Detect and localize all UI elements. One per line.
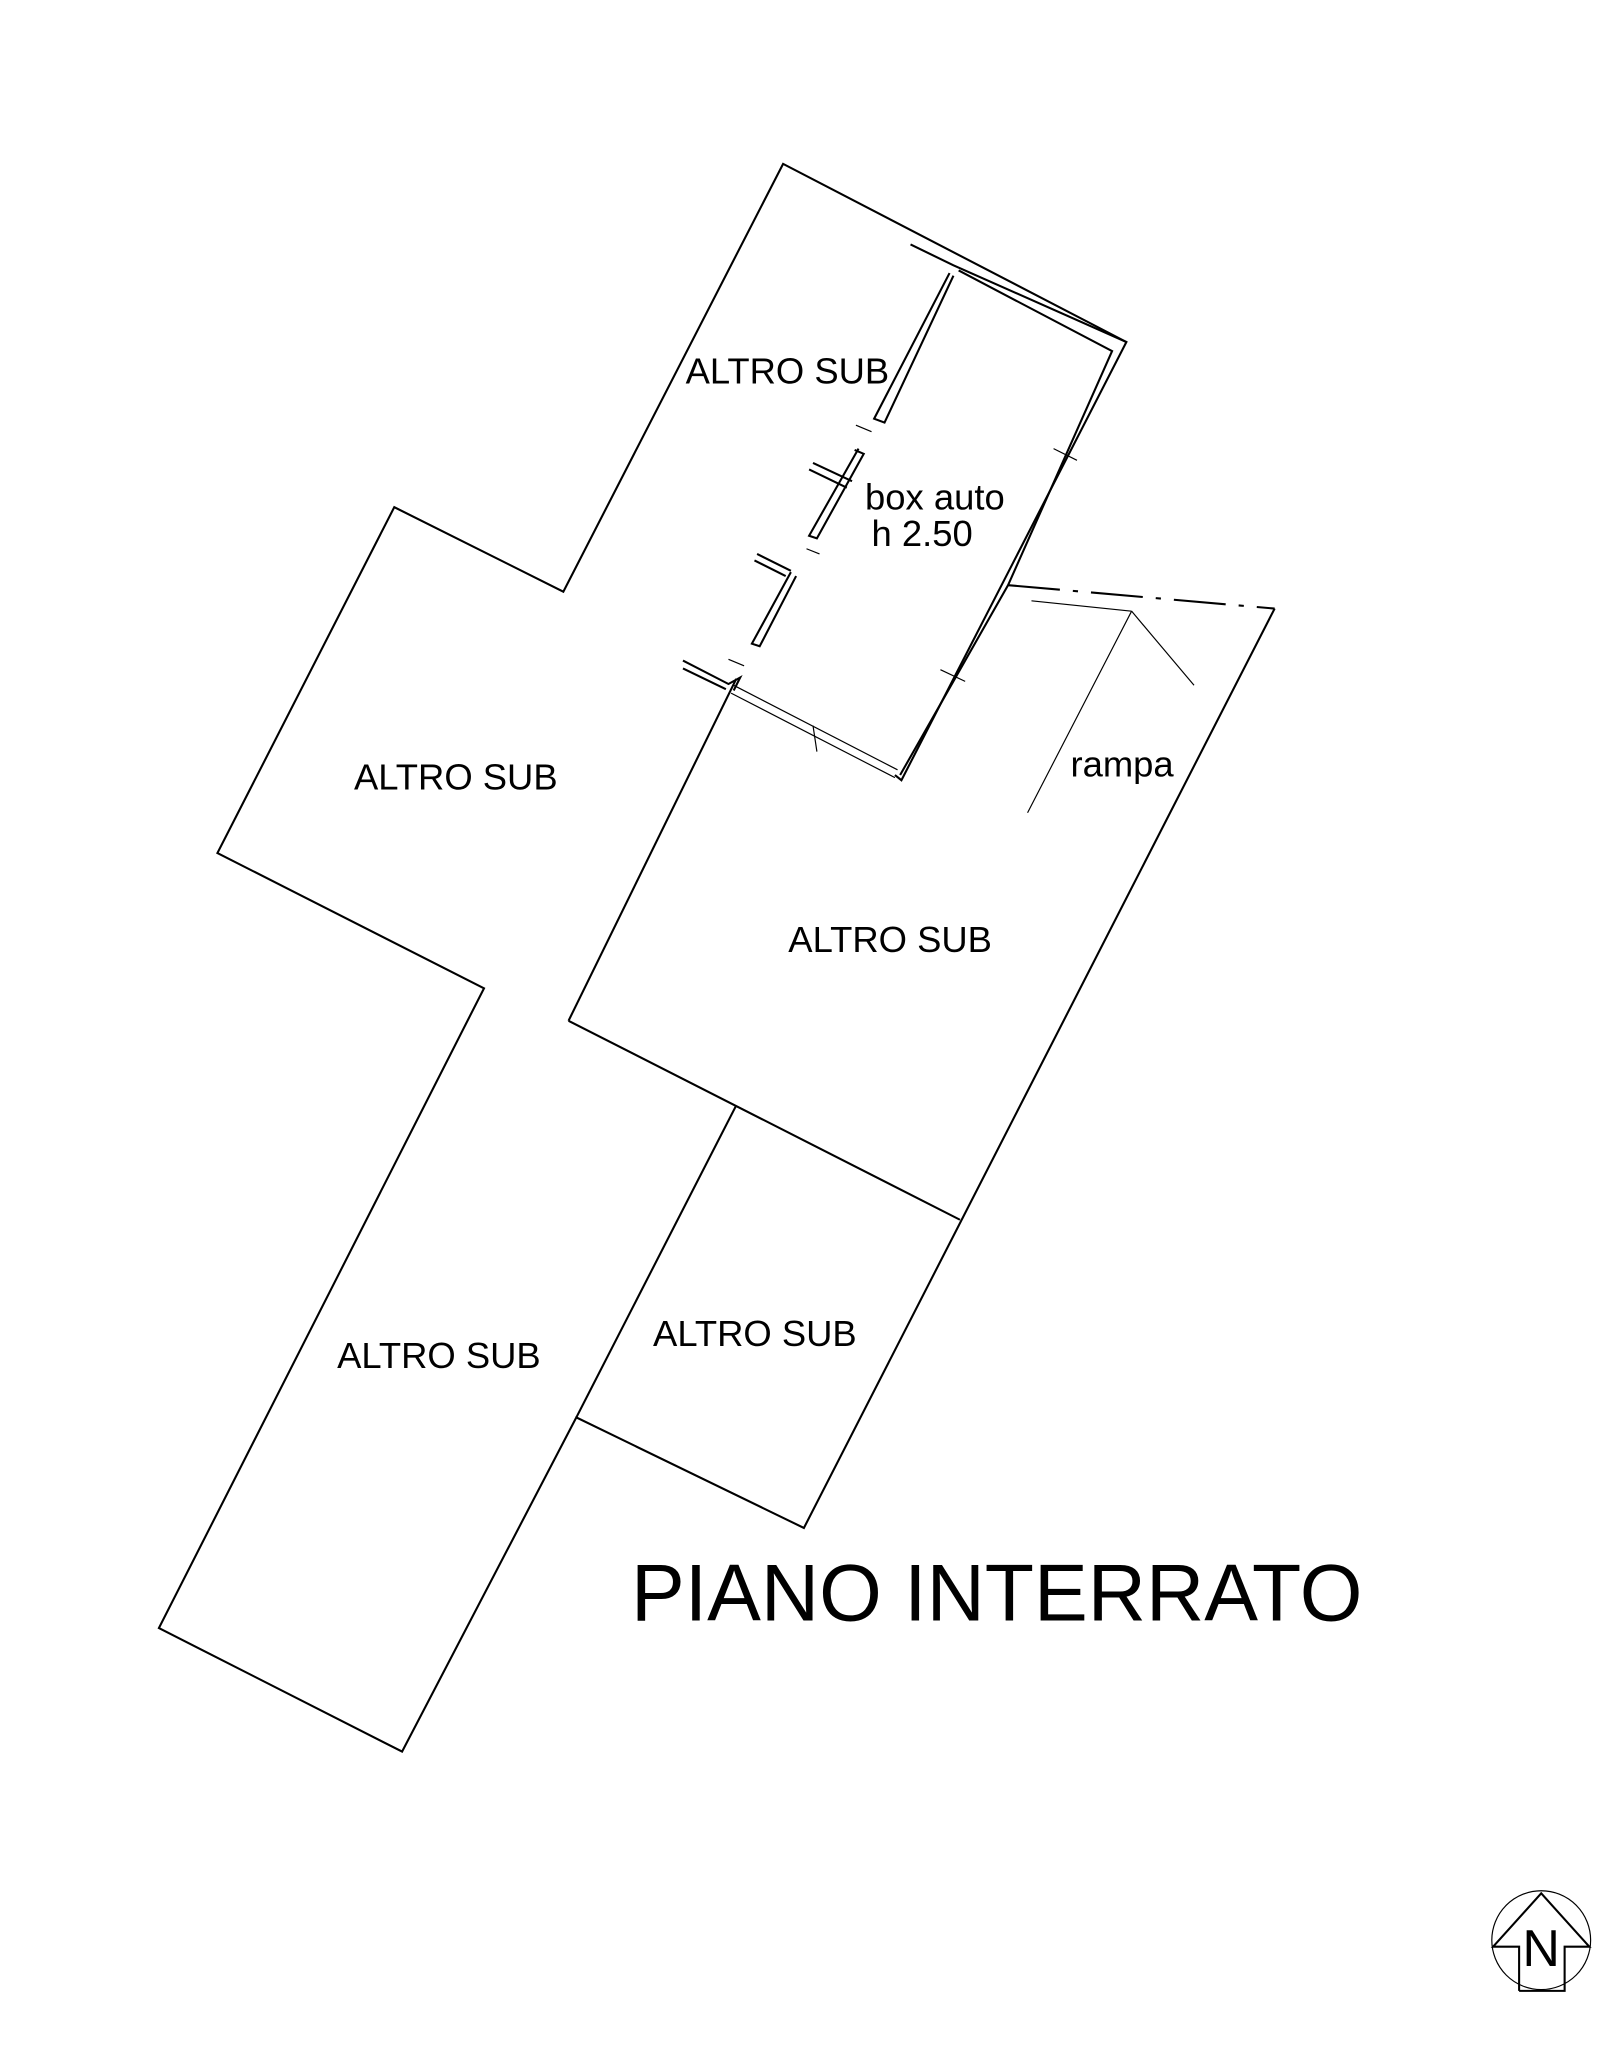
wall-central-bottom — [568, 1019, 961, 1221]
ramp-arrow-shaft — [1027, 610, 1133, 814]
north-letter: N — [1522, 1920, 1560, 1978]
wall-central-left — [567, 678, 738, 1022]
room-label: ALTRO SUB — [788, 919, 992, 960]
room-label: ALTRO SUB — [686, 351, 890, 392]
box-height-label: h 2.50 — [872, 513, 973, 554]
outer-wall-left — [157, 162, 1276, 1754]
box-auto-walls — [682, 243, 1128, 782]
room-label: ALTRO SUB — [354, 756, 558, 797]
room-label: ALTRO SUB — [653, 1313, 857, 1354]
ramp-arrow-top — [1031, 600, 1132, 612]
plan-outlines — [157, 162, 1276, 1754]
ramp-arrow-head — [1131, 610, 1195, 686]
ramp-label: rampa — [1070, 743, 1174, 784]
box-auto-label: box auto — [865, 477, 1005, 518]
ramp-lines — [1007, 584, 1275, 814]
north-arrow-icon: N — [1490, 1890, 1592, 1992]
room-label: ALTRO SUB — [337, 1335, 541, 1376]
plan-title: PIANO INTERRATO — [631, 1548, 1363, 1638]
wall-south-divider — [575, 1104, 738, 1418]
